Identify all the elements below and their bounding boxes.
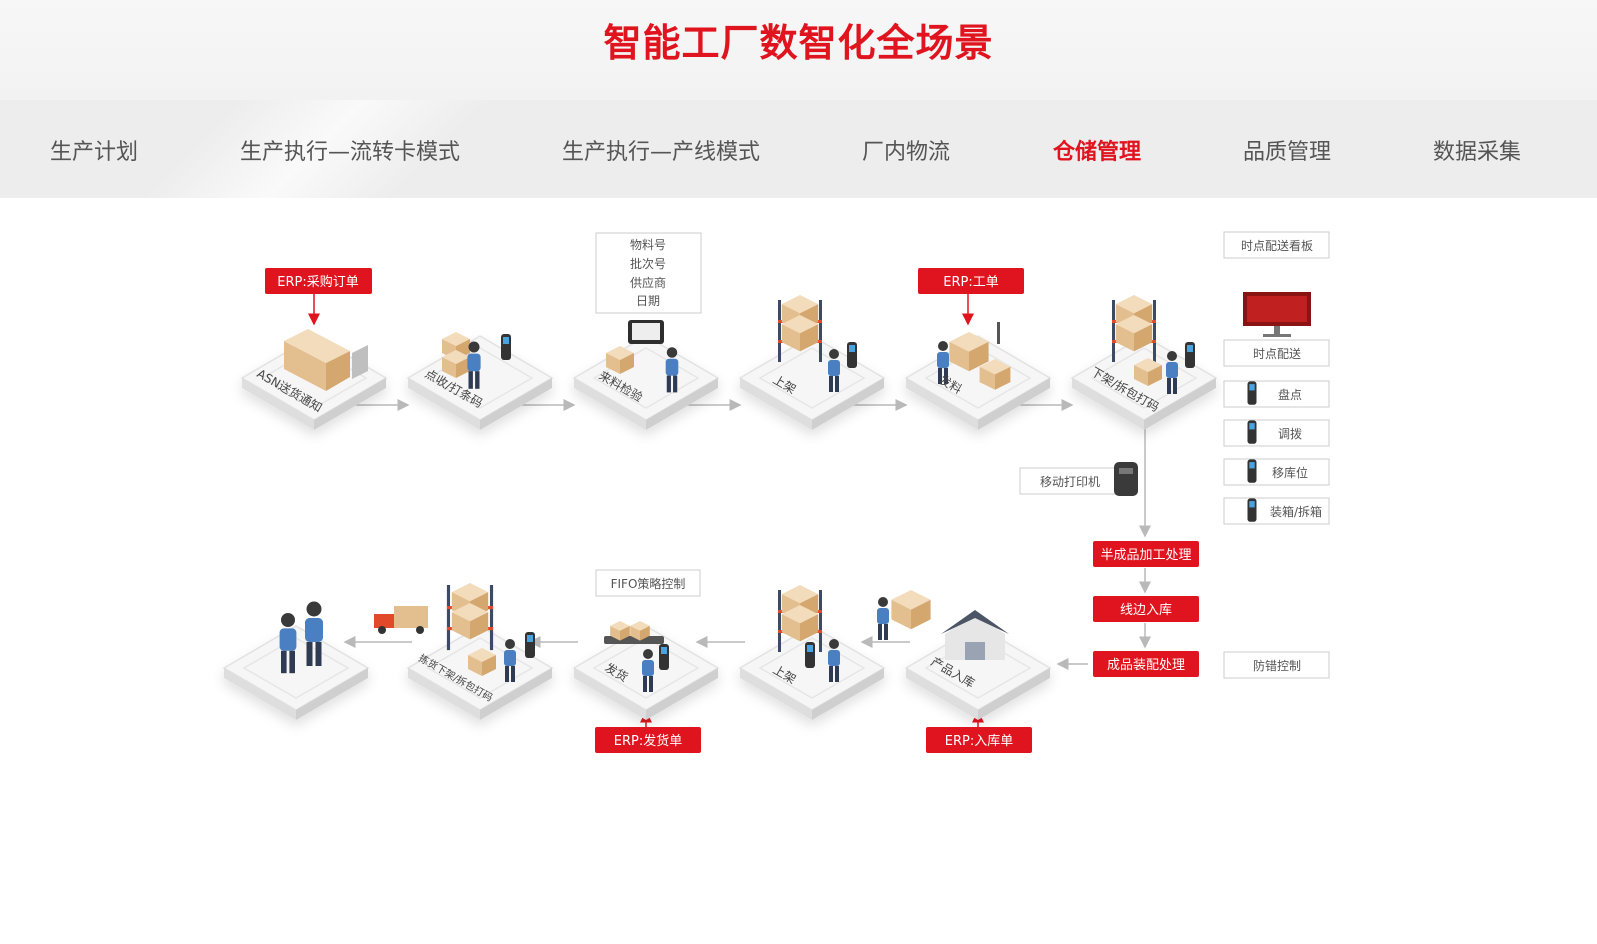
side-item-stocktake — [1223, 380, 1330, 408]
side-item-packing-label: 装箱/拆箱 — [1270, 504, 1322, 519]
tile-shelf-bottom — [739, 625, 885, 721]
erp-work-label: ERP:工单 — [943, 275, 998, 290]
erp-delivery-label: ERP:发货单 — [614, 733, 682, 749]
scanner-icon — [1247, 498, 1257, 522]
fifo-box — [595, 569, 701, 597]
side-item-stocktake-label: 盘点 — [1278, 387, 1302, 402]
tab-execution-line[interactable]: 生产执行—产线模式 — [562, 140, 761, 165]
mobile-printer-box — [1019, 467, 1125, 495]
step-assembly — [1093, 651, 1199, 677]
info-date: 日期 — [636, 294, 660, 308]
board-caption-label: 时点配送 — [1253, 346, 1301, 361]
erp-delivery-tag — [595, 727, 701, 753]
tab-bar — [0, 100, 1597, 198]
step-semi-finished-label: 半成品加工处理 — [1100, 548, 1191, 563]
pallet-worker-illustration — [877, 590, 931, 640]
board-title-box — [1223, 231, 1330, 259]
erp-purchase-tag — [265, 268, 372, 294]
truck-illustration — [284, 329, 368, 391]
info-material-no: 物料号 — [630, 238, 666, 252]
step-line-side-label: 线边入库 — [1120, 602, 1172, 618]
scanner-icon — [1247, 420, 1257, 444]
page-title: 智能工厂数智化全场景 — [603, 21, 994, 65]
side-item-transfer — [1223, 419, 1330, 447]
side-item-packing — [1223, 497, 1330, 525]
warehouse-building-illustration — [941, 610, 1009, 660]
fifo-label: FIFO策略控制 — [611, 576, 686, 591]
erp-receipt-tag — [926, 727, 1032, 753]
board-title-label: 时点配送看板 — [1241, 238, 1313, 253]
tab-quality[interactable]: 品质管理 — [1243, 140, 1332, 165]
mobile-printer-label: 移动打印机 — [1040, 475, 1100, 489]
side-item-relocate — [1223, 458, 1330, 486]
error-proof-box — [1223, 651, 1330, 679]
tab-logistics[interactable]: 厂内物流 — [862, 140, 951, 165]
tile-inspection — [573, 335, 719, 431]
header — [0, 0, 1597, 100]
error-proof-label: 防错控制 — [1253, 658, 1301, 673]
tab-bar-sheen — [140, 100, 540, 198]
erp-purchase-label: ERP:采购订单 — [277, 274, 358, 290]
printer-icon — [1114, 462, 1138, 496]
tab-warehouse[interactable]: 仓储管理 — [1053, 140, 1142, 165]
side-item-transfer-label: 调拨 — [1278, 427, 1302, 441]
tab-production-plan[interactable]: 生产计划 — [50, 140, 139, 165]
side-item-relocate-label: 移库位 — [1272, 465, 1308, 480]
step-assembly-label: 成品装配处理 — [1107, 658, 1185, 673]
issue-illustration — [937, 322, 1011, 390]
delivery-truck-illustration — [374, 606, 428, 634]
inspection-illustration — [606, 320, 679, 393]
scanner-icon — [1247, 381, 1257, 405]
erp-receipt-label: ERP:入库单 — [945, 733, 1013, 749]
dashboard-monitor-icon — [1243, 292, 1311, 337]
step-line-side — [1093, 596, 1199, 622]
tile-shelf-top — [739, 335, 885, 431]
scanner-icon — [1247, 459, 1257, 483]
warehouse-flow-diagram: ASN送货通知 点收/打条码 来料检验 上架 发料 下架/拆包打码 拣货下架/拆… — [223, 231, 1330, 753]
erp-work-tag — [918, 268, 1024, 294]
step-semi-finished — [1093, 541, 1199, 567]
info-batch-no: 批次号 — [630, 256, 666, 271]
board-caption-box — [1223, 339, 1330, 367]
tab-data-collection[interactable]: 数据采集 — [1433, 140, 1522, 165]
tab-execution-card[interactable]: 生产执行—流转卡模式 — [240, 140, 461, 165]
inspection-info-box — [595, 232, 702, 314]
ship-illustration — [604, 621, 669, 692]
tile-receive — [407, 335, 553, 431]
info-supplier: 供应商 — [630, 275, 666, 290]
